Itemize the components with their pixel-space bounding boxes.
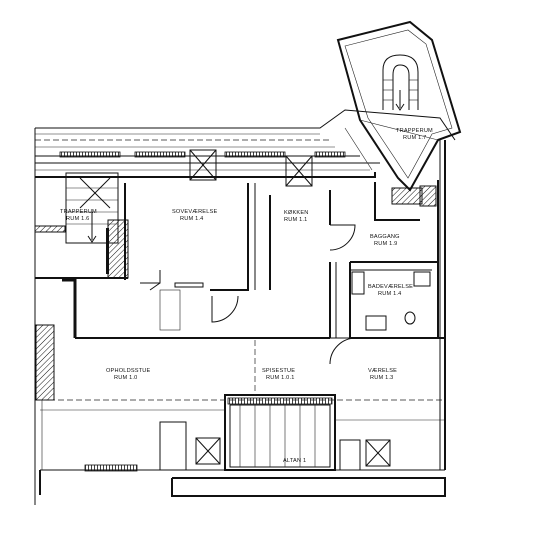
room-label-spisestue: SPISESTUE xyxy=(262,368,295,374)
lower-roof xyxy=(39,399,446,497)
room-number-sovevaerelse: RUM 1.4 xyxy=(180,216,203,222)
chimney-hatch-2 xyxy=(419,185,437,207)
room-label-sovevaerelse: SOVEVÆRELSE xyxy=(172,209,217,215)
shelf xyxy=(174,282,204,288)
room-label-kokken: KØKKEN xyxy=(284,210,309,216)
left-stair xyxy=(65,172,119,244)
altan-label: ALTAN 1 xyxy=(283,458,306,464)
upper-stair-tower xyxy=(336,20,462,192)
room-number-vaerelse: RUM 1.3 xyxy=(370,375,393,381)
room-label-opholdsstue: OPHOLDSSTUE xyxy=(106,368,151,374)
room-label-baggang: BAGGANG xyxy=(370,234,400,240)
stair-wall-left xyxy=(34,225,66,233)
room-label-trapperum-upper: TRAPPERUM xyxy=(396,128,433,134)
room-number-trapperum-left: RUM 1.6 xyxy=(66,216,89,222)
room-number-trapperum-upper: RUM 1.7 xyxy=(403,135,426,141)
roof-eaves xyxy=(35,109,456,178)
skylight-2 xyxy=(285,155,313,187)
interior-walls xyxy=(62,180,445,339)
cabinet xyxy=(159,289,181,331)
skylight-3 xyxy=(195,437,221,465)
stair-edge xyxy=(106,228,109,274)
skylight-1 xyxy=(189,149,217,181)
altan-balcony xyxy=(224,394,336,471)
room-label-trapperum-left: TRAPPERUM xyxy=(60,209,97,215)
left-wall-hatch xyxy=(35,324,55,401)
room-number-spisestue: RUM 1.0.1 xyxy=(266,375,295,381)
room-label-badevaerelse: BADEVÆRELSE xyxy=(368,284,413,290)
room-label-vaerelse: VÆRELSE xyxy=(368,368,397,374)
room-number-opholdsstue: RUM 1.0 xyxy=(114,375,137,381)
room-labels: TRAPPERUM RUM 1.7 TRAPPERUM RUM 1.6 SOVE… xyxy=(60,128,433,464)
room-number-kokken: RUM 1.1 xyxy=(284,217,307,223)
skylight-4 xyxy=(365,439,391,467)
chimney-hatch-1 xyxy=(391,187,423,205)
room-number-badevaerelse: RUM 1.4 xyxy=(378,291,401,297)
doors xyxy=(140,224,357,365)
room-number-baggang: RUM 1.9 xyxy=(374,241,397,247)
bath-fixtures xyxy=(351,271,431,331)
